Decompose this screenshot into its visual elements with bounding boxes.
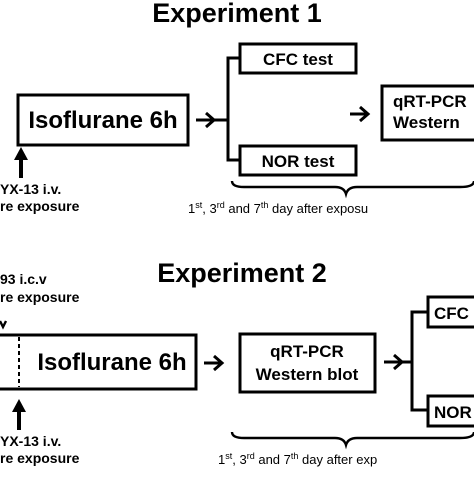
experiment-1: Experiment 1 Isoflurane 6h CFC test NOR …	[0, 0, 474, 216]
exp1-nor-label: NOR test	[262, 152, 335, 171]
exp1-cfc-label: CFC test	[263, 50, 333, 69]
exp1-injection-arrow	[14, 147, 28, 178]
exp2-timeline-text: 1st, 3rd and 7th day after exp	[218, 451, 377, 467]
experiment-2: Experiment 2 93 i.c.v re exposure Isoflu…	[0, 258, 474, 467]
exp1-isoflurane-box	[16, 93, 190, 147]
exp1-injection-line2: re exposure	[0, 198, 80, 214]
exp2-nor-label: NOR	[434, 403, 472, 422]
exp2-arrow-result	[384, 353, 405, 371]
exp1-result-box	[380, 84, 474, 142]
experiment-1-title: Experiment 1	[152, 0, 322, 28]
experiment-2-title: Experiment 2	[157, 258, 327, 288]
exp2-cfc-box	[426, 295, 474, 329]
exp1-result-line1: qRT-PCR	[393, 92, 467, 111]
exp2-isoflurane-label: Isoflurane 6h	[37, 349, 186, 376]
exp2-cfc-label: CFC	[434, 304, 469, 323]
exp2-injection-line2: re exposure	[0, 450, 80, 466]
exp1-nor-box	[238, 144, 358, 177]
exp1-isoflurane-label: Isoflurane 6h	[28, 107, 177, 134]
exp1-arrow-result	[350, 105, 371, 123]
exp2-branch-bracket	[410, 310, 428, 412]
exp2-nor-box	[426, 394, 474, 428]
exp1-timeline-text: 1st, 3rd and 7th day after exposu	[188, 200, 368, 216]
exp2-arrow-main	[204, 354, 225, 372]
exp2-result-line1: qRT-PCR	[270, 342, 344, 361]
exp1-result-line2: Western	[393, 113, 460, 132]
exp2-timeline-brace	[230, 431, 474, 450]
exp2-result-line2: Western blot	[256, 365, 359, 384]
exp2-isoflurane-box	[0, 333, 198, 391]
exp1-arrow-main	[196, 111, 217, 129]
exp1-timeline-brace	[230, 180, 474, 199]
exp2-result-box	[238, 332, 377, 394]
exp2-pre-arrow	[0, 320, 8, 330]
exp2-injection-arrow	[12, 399, 26, 430]
exp2-pre-line2: re exposure	[0, 289, 80, 305]
exp1-injection-line1: YX-13 i.v.	[0, 181, 61, 197]
exp2-injection-line1: YX-13 i.v.	[0, 433, 61, 449]
exp1-branch-bracket	[226, 56, 240, 162]
exp1-cfc-box	[238, 42, 358, 75]
exp2-pre-line1: 93 i.c.v	[0, 271, 47, 287]
